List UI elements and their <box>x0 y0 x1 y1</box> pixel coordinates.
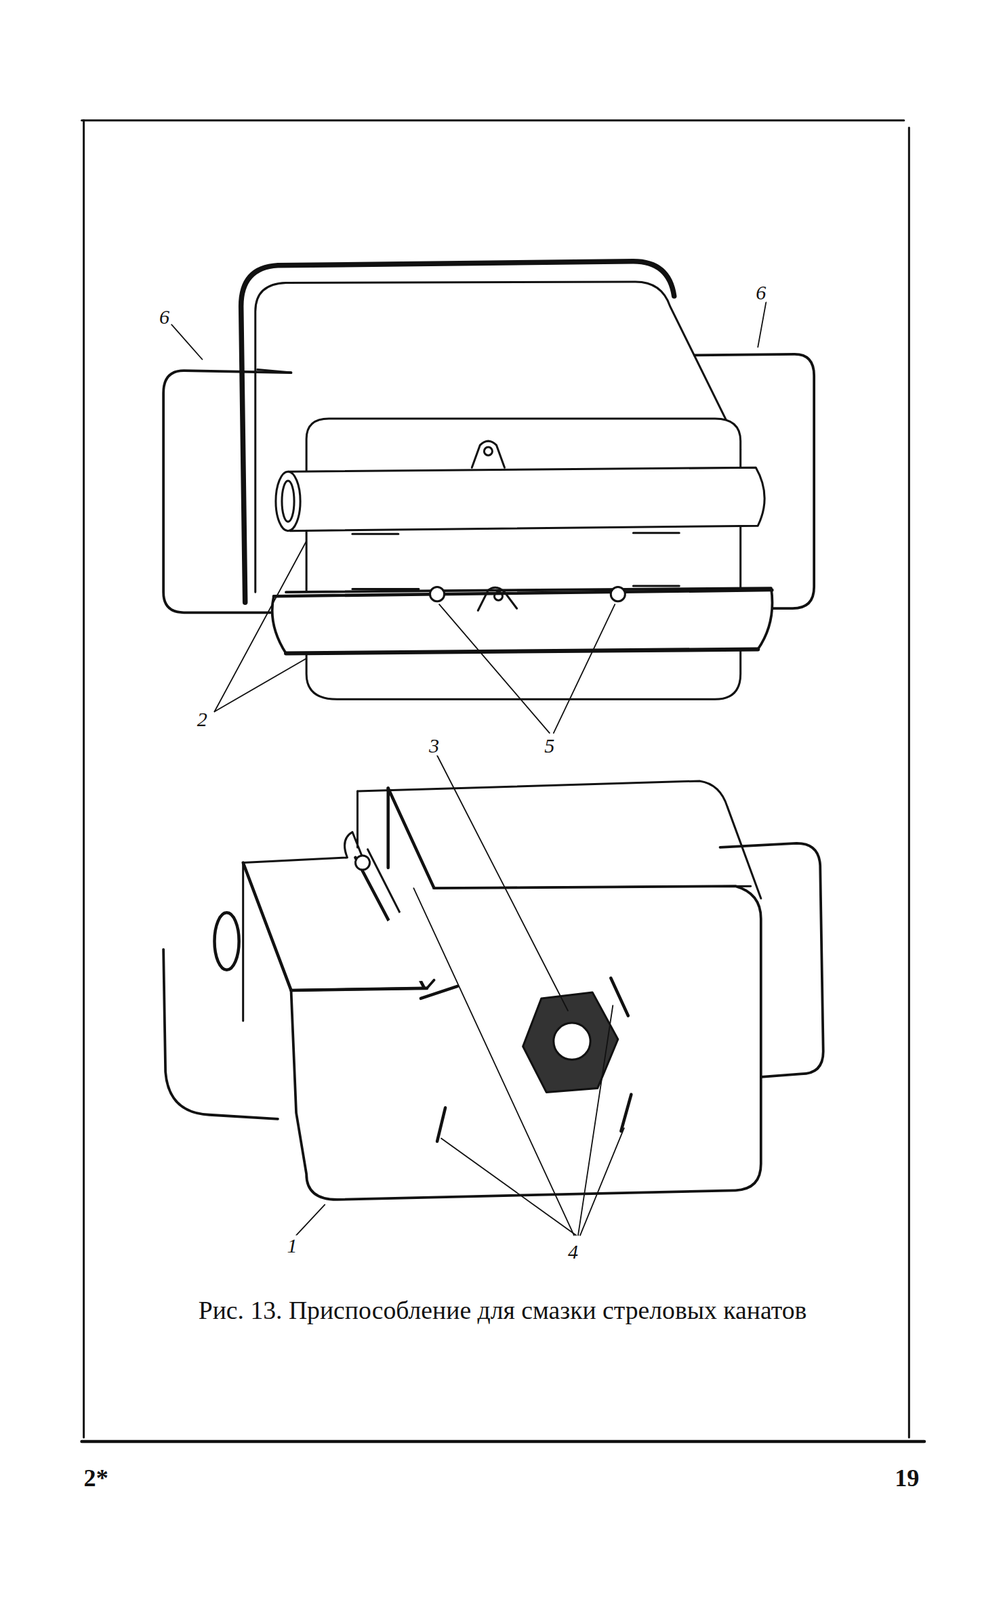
callout-number: 6 <box>159 306 170 327</box>
lubricator-housing <box>163 781 824 1201</box>
lubricator-top-view <box>163 261 814 701</box>
callout-number: 3 <box>429 735 440 756</box>
signature-mark: 2* <box>84 1466 109 1491</box>
callout-number: 4 <box>567 1242 579 1263</box>
page-frame <box>82 120 925 1443</box>
callout-number: 5 <box>544 735 555 756</box>
page-number: 19 <box>894 1466 919 1491</box>
leader-lines <box>171 302 766 1236</box>
callout-number: 2 <box>197 708 208 730</box>
callout-number: 1 <box>286 1236 297 1257</box>
callout-number: 6 <box>755 281 766 303</box>
figure-caption: Рис. 13. Приспособление для смазки стрел… <box>198 1297 808 1324</box>
